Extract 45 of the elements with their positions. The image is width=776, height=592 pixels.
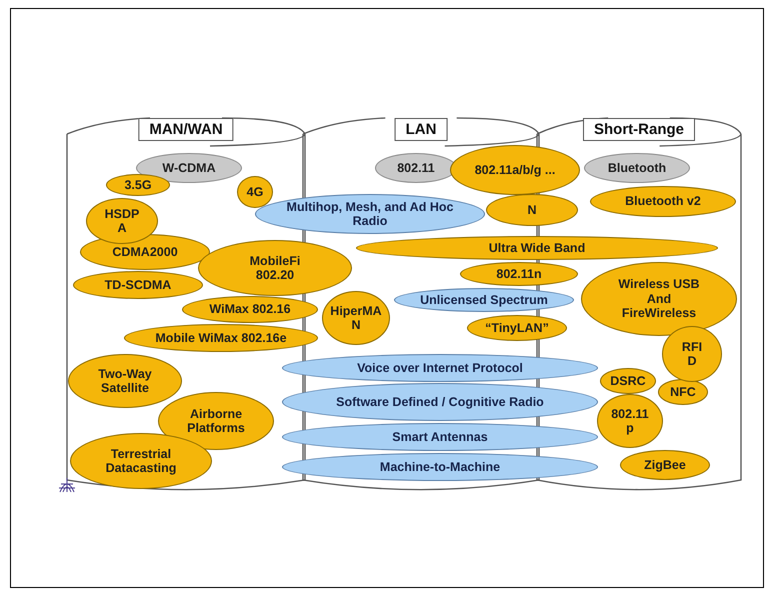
technology-label: Mobile WiMax 802.16e	[155, 330, 287, 346]
technology-ellipse	[600, 368, 656, 394]
technology-label: HiperMA N	[329, 304, 383, 332]
technology-label: ZigBee	[644, 458, 686, 472]
technology-label: Two-Way Satellite	[97, 366, 153, 396]
technology-label: TD-SCDMA	[104, 278, 172, 292]
technology-label: Voice over Internet Protocol	[357, 360, 523, 376]
category-heading: LAN	[394, 118, 448, 141]
technology-label: 802.11 p	[610, 406, 650, 436]
technology-label: N	[527, 202, 537, 218]
technology-ellipse	[73, 271, 203, 299]
technology-label: 802.11n	[496, 266, 542, 282]
technology-label: 4G	[246, 184, 264, 200]
technology-label: DSRC	[610, 374, 646, 388]
category-heading: MAN/WAN	[138, 118, 234, 141]
technology-label: Wireless USB And FireWireless	[617, 277, 701, 321]
technology-label: WiMax 802.16	[209, 302, 291, 317]
technology-label: Bluetooth v2	[625, 194, 701, 209]
technology-label: 802.11	[397, 160, 435, 176]
technology-label: Software Defined / Cognitive Radio	[336, 394, 544, 410]
technology-label: RFI D	[680, 340, 704, 368]
technology-label: Ultra Wide Band	[488, 240, 586, 256]
technology-label: “TinyLAN”	[485, 320, 549, 336]
technology-label: HSDP A	[104, 206, 140, 236]
technology-label: Unlicensed Spectrum	[420, 292, 548, 308]
technology-label: Machine-to-Machine	[380, 460, 500, 474]
technology-label: Bluetooth	[608, 160, 666, 176]
technology-label: CDMA2000	[112, 244, 178, 260]
technology-ellipse	[658, 379, 708, 405]
technology-label: Terrestrial Datacasting	[104, 446, 178, 476]
technology-ellipse	[198, 240, 352, 296]
technology-label: Airborne Platforms	[186, 406, 246, 436]
technology-label: Multihop, Mesh, and Ad Hoc Radio	[286, 200, 454, 228]
technology-ellipse	[282, 383, 598, 421]
technology-label: NFC	[670, 384, 696, 400]
technology-label: Smart Antennas	[392, 430, 488, 444]
category-heading: Short-Range	[583, 118, 695, 141]
technology-ellipse	[597, 394, 663, 448]
technology-ellipse	[282, 423, 598, 451]
technology-ellipse	[237, 176, 273, 208]
technology-label: MobileFi 802.20	[248, 254, 302, 282]
technology-label: W-CDMA	[162, 160, 216, 176]
technology-label: 3.5G	[124, 178, 152, 192]
technology-ellipse	[68, 354, 182, 408]
technology-label: 802.11a/b/g ...	[474, 162, 556, 178]
